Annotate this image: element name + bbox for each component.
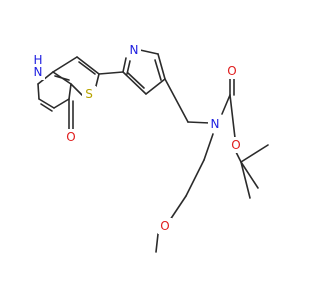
bond-ch2a-ch2b (185, 159, 205, 197)
pyridine-nitrogen-atom: N (127, 42, 141, 58)
bond-nh-c4a (37, 71, 54, 85)
bond-c2-s (95, 73, 100, 87)
bond-c4p-c3p (122, 71, 147, 95)
carbonyl-o-label: O (227, 64, 236, 78)
bond-c3a-c3 (52, 56, 78, 73)
s-label: S (85, 87, 93, 101)
amide-nitrogen-atom: N (208, 116, 222, 132)
nh-h-label: H (33, 53, 42, 67)
carbonyl-oxygen-atom: O (225, 63, 239, 79)
bond-c5p-ch2 (164, 78, 189, 123)
ether-o-label: O (160, 219, 169, 233)
bond-o-me (155, 233, 159, 253)
bond-n-ch2a (203, 133, 214, 161)
bond-c5-c6 (38, 98, 55, 109)
molecule-structure-diagram: N H S N O N O O O (31, 42, 269, 253)
bond-n1p-c6p (139, 49, 159, 55)
bond-c3-c2 (76, 56, 100, 75)
bond-c5p-c4p (145, 78, 166, 95)
bond-c6-c7 (53, 98, 70, 109)
nh-nitrogen-atom: N H (31, 53, 45, 80)
bond-c5-c6-double (40, 103, 53, 112)
nh-n-label: N (34, 65, 43, 79)
bond-c6p-c5p-double (154, 59, 162, 81)
bond-c4p-c3p-double (127, 72, 145, 89)
bond-n-carbonyl (221, 94, 231, 115)
bond-ch2b-o (169, 195, 187, 221)
bond-c7a-c3a-double (54, 75, 70, 81)
bond-thio-pyr (98, 71, 124, 75)
bond-tbu-me1 (240, 144, 269, 163)
bond-tbu-me2 (240, 161, 259, 189)
atom-labels: N H S N O N O O O (31, 42, 243, 234)
bond-tbu-me3 (240, 161, 251, 199)
bond-c2p-n1p (122, 57, 127, 73)
keto-o-label: O (66, 130, 75, 144)
sulfur-atom: S (82, 86, 96, 102)
ester-o-label: O (231, 138, 240, 152)
bond-c2p-n1p-double (126, 60, 131, 75)
keto-oxygen-atom: O (64, 129, 78, 145)
bond-c7-c7a (68, 83, 72, 100)
amide-n-label: N (211, 117, 220, 131)
bond-ch2-n (187, 121, 211, 124)
pyr-n-label: N (130, 43, 139, 57)
ester-oxygen-atom: O (229, 137, 243, 153)
bond-lines (37, 49, 269, 253)
bond-c6p-c5p (157, 53, 166, 80)
ether-oxygen-atom: O (158, 218, 172, 234)
bond-nh-c5 (37, 83, 40, 100)
bond-carbonyl-ester-o (229, 94, 236, 139)
bond-s-c7a (70, 83, 83, 96)
bond-c3-c2-double (78, 61, 96, 75)
